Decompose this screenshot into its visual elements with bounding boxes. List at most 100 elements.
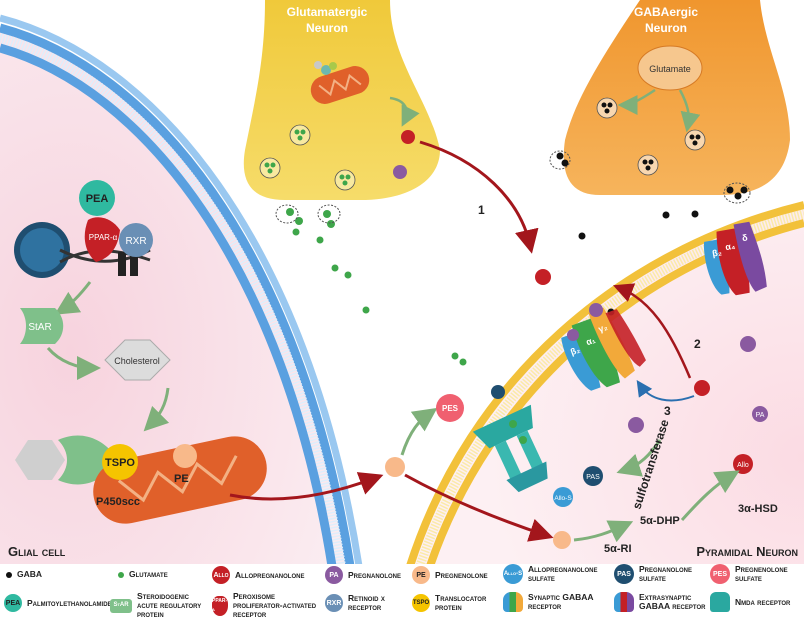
allo-molecule (733, 454, 753, 474)
allos-label: Allo-S (554, 495, 572, 502)
legend-text: Peroxisome proliferator-activated recept… (233, 591, 317, 619)
pathway-arrow-2 (613, 283, 692, 379)
pa-icon: PA (325, 566, 343, 584)
legend-text: GABA (17, 569, 43, 579)
glutamate-vesicle (259, 124, 356, 191)
pe-molecule (553, 531, 571, 549)
star-icon: StAR (110, 598, 132, 613)
subunit-label: β₂ (569, 344, 581, 357)
pea-icon: PEA (4, 594, 22, 612)
rxr-icon: RXR (325, 594, 343, 612)
glial-cell-title: Glial cell (8, 544, 66, 559)
legend-text: Palmitoylethanolamide (27, 597, 112, 608)
gaba-vesicle (596, 97, 706, 176)
legend-item: GABA (6, 570, 42, 579)
allo-molecule (535, 269, 551, 285)
glutamatergic-neuron: Glutamatergic Neuron (243, 0, 440, 200)
legend-item: PPAR-α Peroxisome proliferator-activated… (212, 592, 324, 619)
legend-text: Allopregnanolone (235, 569, 305, 580)
legend-text: Allopregnanolone sulfate (528, 564, 598, 583)
legend-item: Synaptic GABAA receptor (503, 592, 607, 612)
legend-item: PEA Palmitoylethanolamide (4, 594, 112, 612)
legend-text: Translocator protein (435, 593, 487, 612)
rxr-protein (119, 223, 153, 257)
step-3-label: 3 (664, 404, 671, 418)
legend-item: RXR Retinoid x receptor (325, 594, 405, 612)
legend-item: PA Pregnanolone (325, 566, 401, 584)
legend-text: Glutamate (129, 569, 168, 579)
allo-molecule (401, 130, 415, 144)
star-protein (20, 308, 64, 344)
legend-item: PES Pregnenolone sulfate (710, 564, 804, 584)
pas-icon: PAS (614, 564, 634, 584)
p450scc-label: P450scc (96, 496, 140, 508)
subunit-label: β₂ (711, 247, 722, 258)
legend-item: Glutamate (118, 570, 168, 579)
legend-text: Nmda receptor (735, 596, 791, 607)
glutamatergic-title-2: Neuron (306, 21, 348, 35)
mitochondrion-icon (310, 66, 370, 104)
pa-molecule (393, 165, 407, 179)
gaba-neuron-glutamate-label: Glutamate (649, 64, 691, 74)
legend-item: StAR Steroidogenic acute regulatory prot… (110, 592, 210, 619)
five-alpha-dhp-label: 5α-DHP (640, 515, 680, 527)
pe-label: PE (174, 473, 189, 485)
ppar-icon: PPAR-α (212, 595, 228, 616)
legend-item: PAS Pregnanolone sulfate (614, 564, 708, 584)
legend: GABA Glutamate Allo Allopregnanolone PA … (0, 564, 804, 621)
pe-icon: PE (412, 566, 430, 584)
glial-pathway: PEA PPAR-α RXR StAR Cholesterol TSPO PE … (14, 180, 384, 524)
legend-text: Pregnenolone sulfate (735, 564, 788, 583)
step-2-label: 2 (694, 337, 701, 351)
black-dot-icon (6, 571, 12, 578)
subunit-label: γ₂ (597, 322, 609, 334)
released-glutamate (286, 208, 467, 366)
green-dot-icon (118, 571, 124, 578)
star-label: StAR (28, 322, 51, 333)
tspo-label: TSPO (105, 457, 135, 469)
legend-text: Synaptic GABAA receptor (528, 592, 594, 611)
tspo-protein (102, 444, 138, 480)
subunit-label: δ (741, 232, 749, 243)
pa-molecule (740, 336, 756, 352)
legend-item: TSPO Translocator protein (412, 594, 502, 612)
pyramidal-neuron-title: Pyramidal Neuron (696, 544, 798, 559)
glutamatergic-title-1: Glutamatergic (287, 5, 368, 19)
legend-text: Steroidogenic acute regulatory protein (137, 591, 202, 619)
synaptic-gabaa-receptor-icon: β₂ α₁ γ₂ (561, 307, 646, 391)
pas-label: PAS (586, 474, 600, 481)
pathway-arrow-3 (636, 380, 695, 402)
legend-text: Extrasynaptic GABAA receptor (639, 592, 706, 611)
five-alpha-ri-label: 5α-RI (604, 543, 632, 555)
pes-icon: PES (710, 564, 730, 584)
rxr-label: RXR (125, 236, 146, 247)
pa-molecule (628, 417, 644, 433)
legend-item: Extrasynaptic GABAA receptor (614, 592, 708, 612)
pa-label: PA (756, 412, 765, 419)
legend-item: Nmda receptor (710, 592, 804, 612)
subunit-label: α₁ (585, 335, 597, 348)
pas-molecule (583, 466, 603, 486)
pes-molecule (436, 394, 464, 422)
allo-icon: Allo (212, 566, 230, 584)
neurosteroid-diagram: Glutamatergic Neuron Glutamate GABAergic… (0, 0, 804, 566)
allo-molecule (694, 380, 710, 396)
nmda-receptor-icon (710, 592, 730, 612)
legend-text: Retinoid x receptor (348, 593, 385, 612)
three-alpha-hsd-label: 3α-HSD (738, 503, 778, 515)
synaptic-gabaa-receptor-icon (503, 592, 523, 612)
pe-molecule (173, 444, 197, 468)
pa-molecule (589, 303, 603, 317)
gabaergic-neuron: Glutamate GABAergic Neuron (563, 0, 790, 195)
pe-molecule (385, 457, 405, 477)
sulfotransferase-arrow (616, 439, 662, 477)
cholesterol-molecule (104, 339, 171, 381)
pa-molecule (752, 406, 768, 422)
ppar-label: PPAR-α (89, 233, 118, 242)
legend-text: Pregnanolone sulfate (639, 564, 693, 583)
gabaergic-title-2: Neuron (645, 21, 687, 35)
extrasynaptic-gabaa-receptor-icon: β₂ α₄ δ (703, 221, 767, 296)
subunit-label: α₄ (724, 241, 735, 253)
legend-text: Pregnanolone (348, 569, 402, 580)
glial-cell (0, 14, 363, 566)
